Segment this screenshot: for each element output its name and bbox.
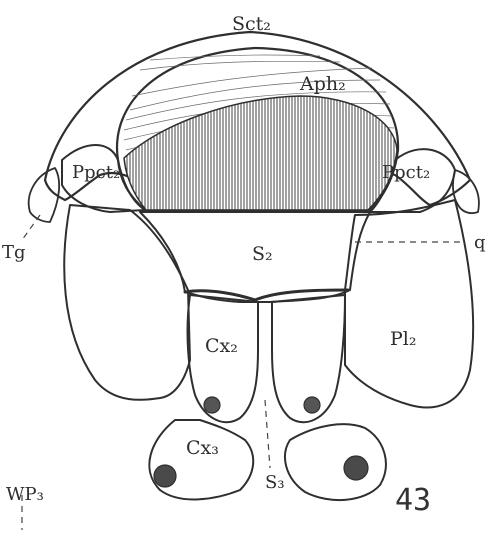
coxa-2-left <box>188 295 258 422</box>
label-sct2: Sct₂ <box>232 13 271 35</box>
label-s2: S₂ <box>252 243 273 265</box>
figure-number: 43 <box>395 483 431 518</box>
pleuron-left <box>64 205 190 400</box>
label-ppct2-left: Ppct₂ <box>72 162 120 183</box>
label-cx2: Cx₂ <box>205 335 238 357</box>
label-aph2: Aph₂ <box>299 73 346 95</box>
label-wp3: WP₃ <box>6 484 44 505</box>
label-cx3: Cx₃ <box>186 437 219 459</box>
label-q: q <box>474 232 486 253</box>
label-pl2: Pl₂ <box>390 328 416 350</box>
coxa-3-right <box>285 424 386 500</box>
label-tg: Tg <box>2 242 26 263</box>
aph-hatched-region <box>124 96 397 210</box>
label-s3: S₃ <box>265 472 285 493</box>
label-ppct2-right: Ppct₂ <box>382 162 430 183</box>
pleuron-right <box>345 200 473 407</box>
